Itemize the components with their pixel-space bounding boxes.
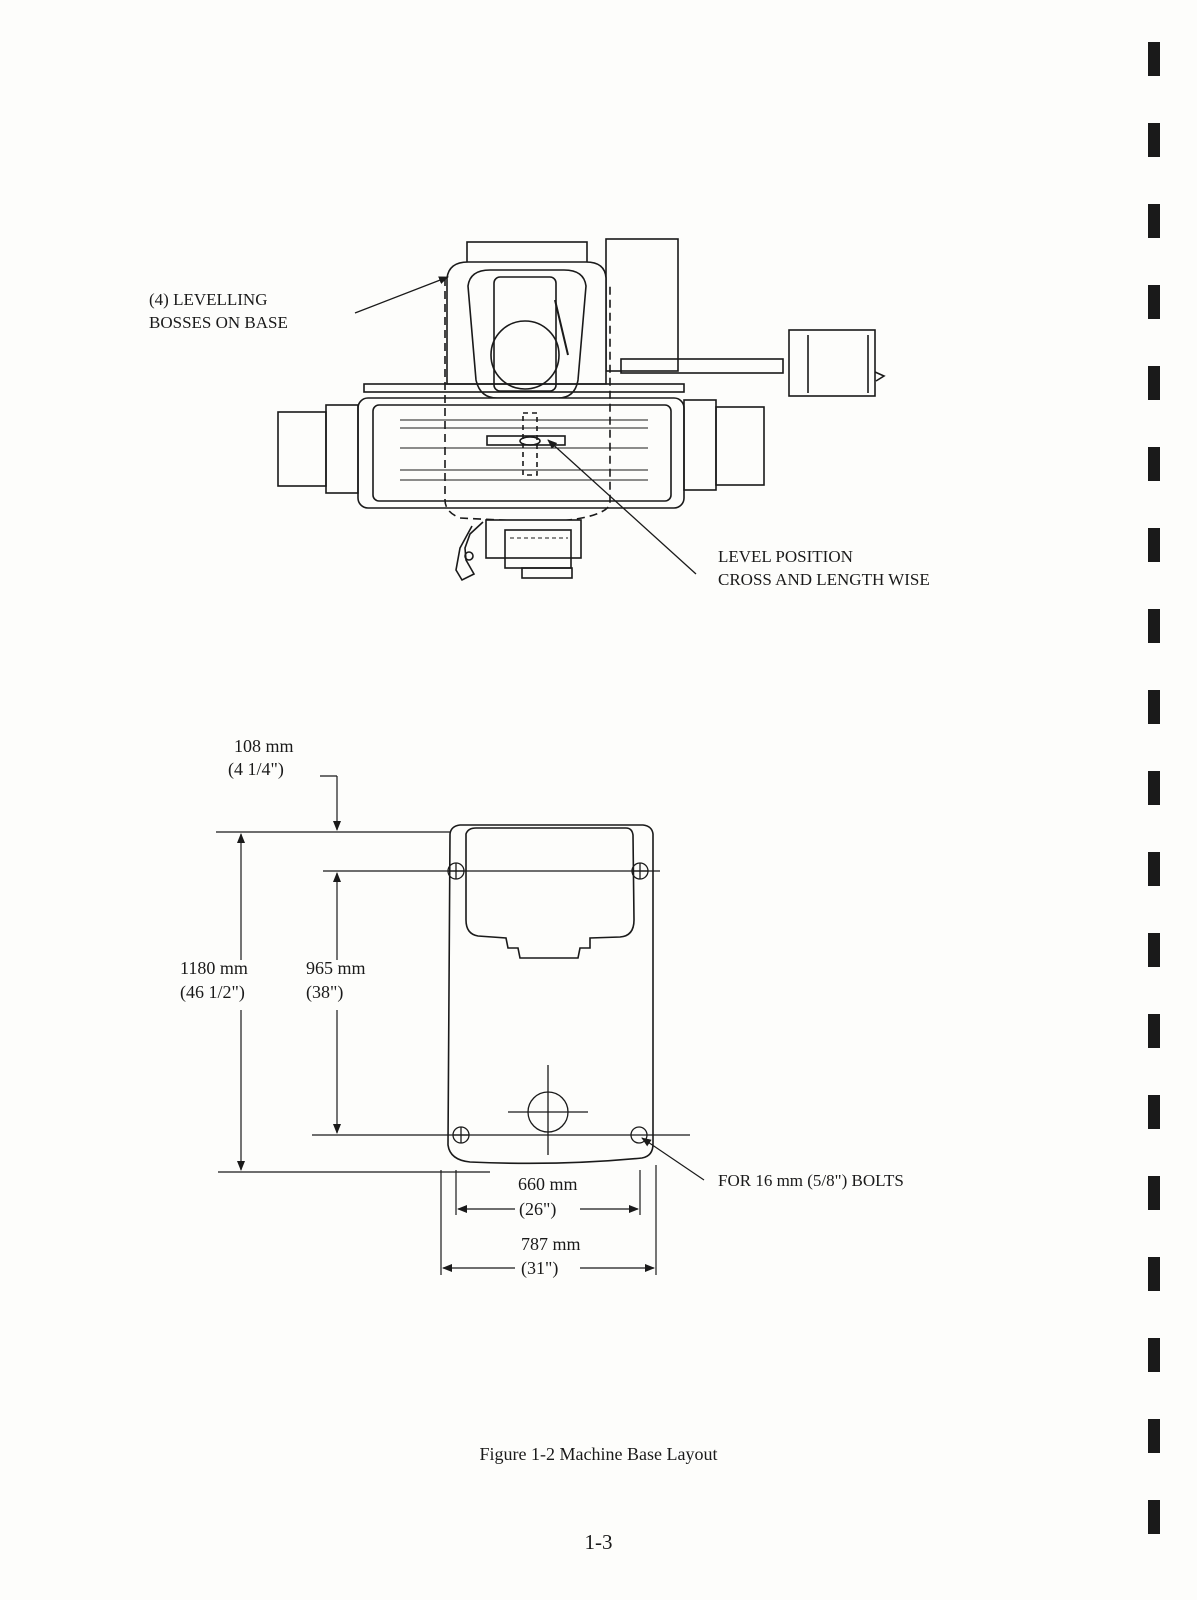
dim-108-mm: 108 mm — [234, 736, 294, 756]
dimension-lines — [216, 775, 705, 1275]
margin-mark — [1148, 528, 1160, 562]
dim-787-in: (31") — [521, 1258, 558, 1279]
dim-965-in: (38") — [306, 982, 343, 1003]
margin-mark — [1148, 1257, 1160, 1291]
milling-machine-top-view — [277, 238, 886, 582]
dim-660-mm: 660 mm — [518, 1174, 578, 1194]
machine-base-outline — [447, 824, 654, 1165]
margin-marks — [1148, 42, 1160, 1534]
margin-mark — [1148, 285, 1160, 319]
page-number: 1-3 — [584, 1530, 613, 1554]
level-leader-line — [547, 439, 697, 575]
margin-mark — [1148, 1014, 1160, 1048]
figure-caption: Figure 1-2 Machine Base Layout — [479, 1444, 718, 1464]
level-callout-line1: LEVEL POSITION — [718, 547, 853, 566]
margin-mark — [1148, 447, 1160, 481]
margin-mark — [1148, 852, 1160, 886]
bolts-note: FOR 16 mm (5/8") BOLTS — [718, 1171, 904, 1190]
center-hole — [508, 1065, 588, 1155]
dim-965-mm: 965 mm — [306, 958, 366, 978]
bosses-callout-line2: BOSSES ON BASE — [149, 313, 288, 332]
margin-mark — [1148, 123, 1160, 157]
margin-mark — [1148, 1338, 1160, 1372]
margin-mark — [1148, 771, 1160, 805]
margin-mark — [1148, 204, 1160, 238]
margin-mark — [1148, 1176, 1160, 1210]
margin-mark — [1148, 690, 1160, 724]
dim-660-in: (26") — [519, 1199, 556, 1220]
margin-mark — [1148, 933, 1160, 967]
level-callout-line2: CROSS AND LENGTH WISE — [718, 570, 930, 589]
labels: (4) LEVELLING BOSSES ON BASE LEVEL POSIT… — [149, 290, 930, 1279]
margin-mark — [1148, 1500, 1160, 1534]
dim-1180-mm: 1180 mm — [180, 958, 248, 978]
dim-787-mm: 787 mm — [521, 1234, 581, 1254]
bosses-leader-line — [354, 276, 449, 314]
top-figure-leaders — [354, 276, 697, 575]
bosses-callout-line1: (4) LEVELLING — [149, 290, 268, 309]
dim-108-in: (4 1/4") — [228, 759, 284, 780]
margin-mark — [1148, 366, 1160, 400]
margin-mark — [1148, 1419, 1160, 1453]
margin-mark — [1148, 609, 1160, 643]
bolt-holes — [447, 862, 649, 1155]
dim-1180-in: (46 1/2") — [180, 982, 245, 1003]
margin-mark — [1148, 1095, 1160, 1129]
margin-mark — [1148, 42, 1160, 76]
